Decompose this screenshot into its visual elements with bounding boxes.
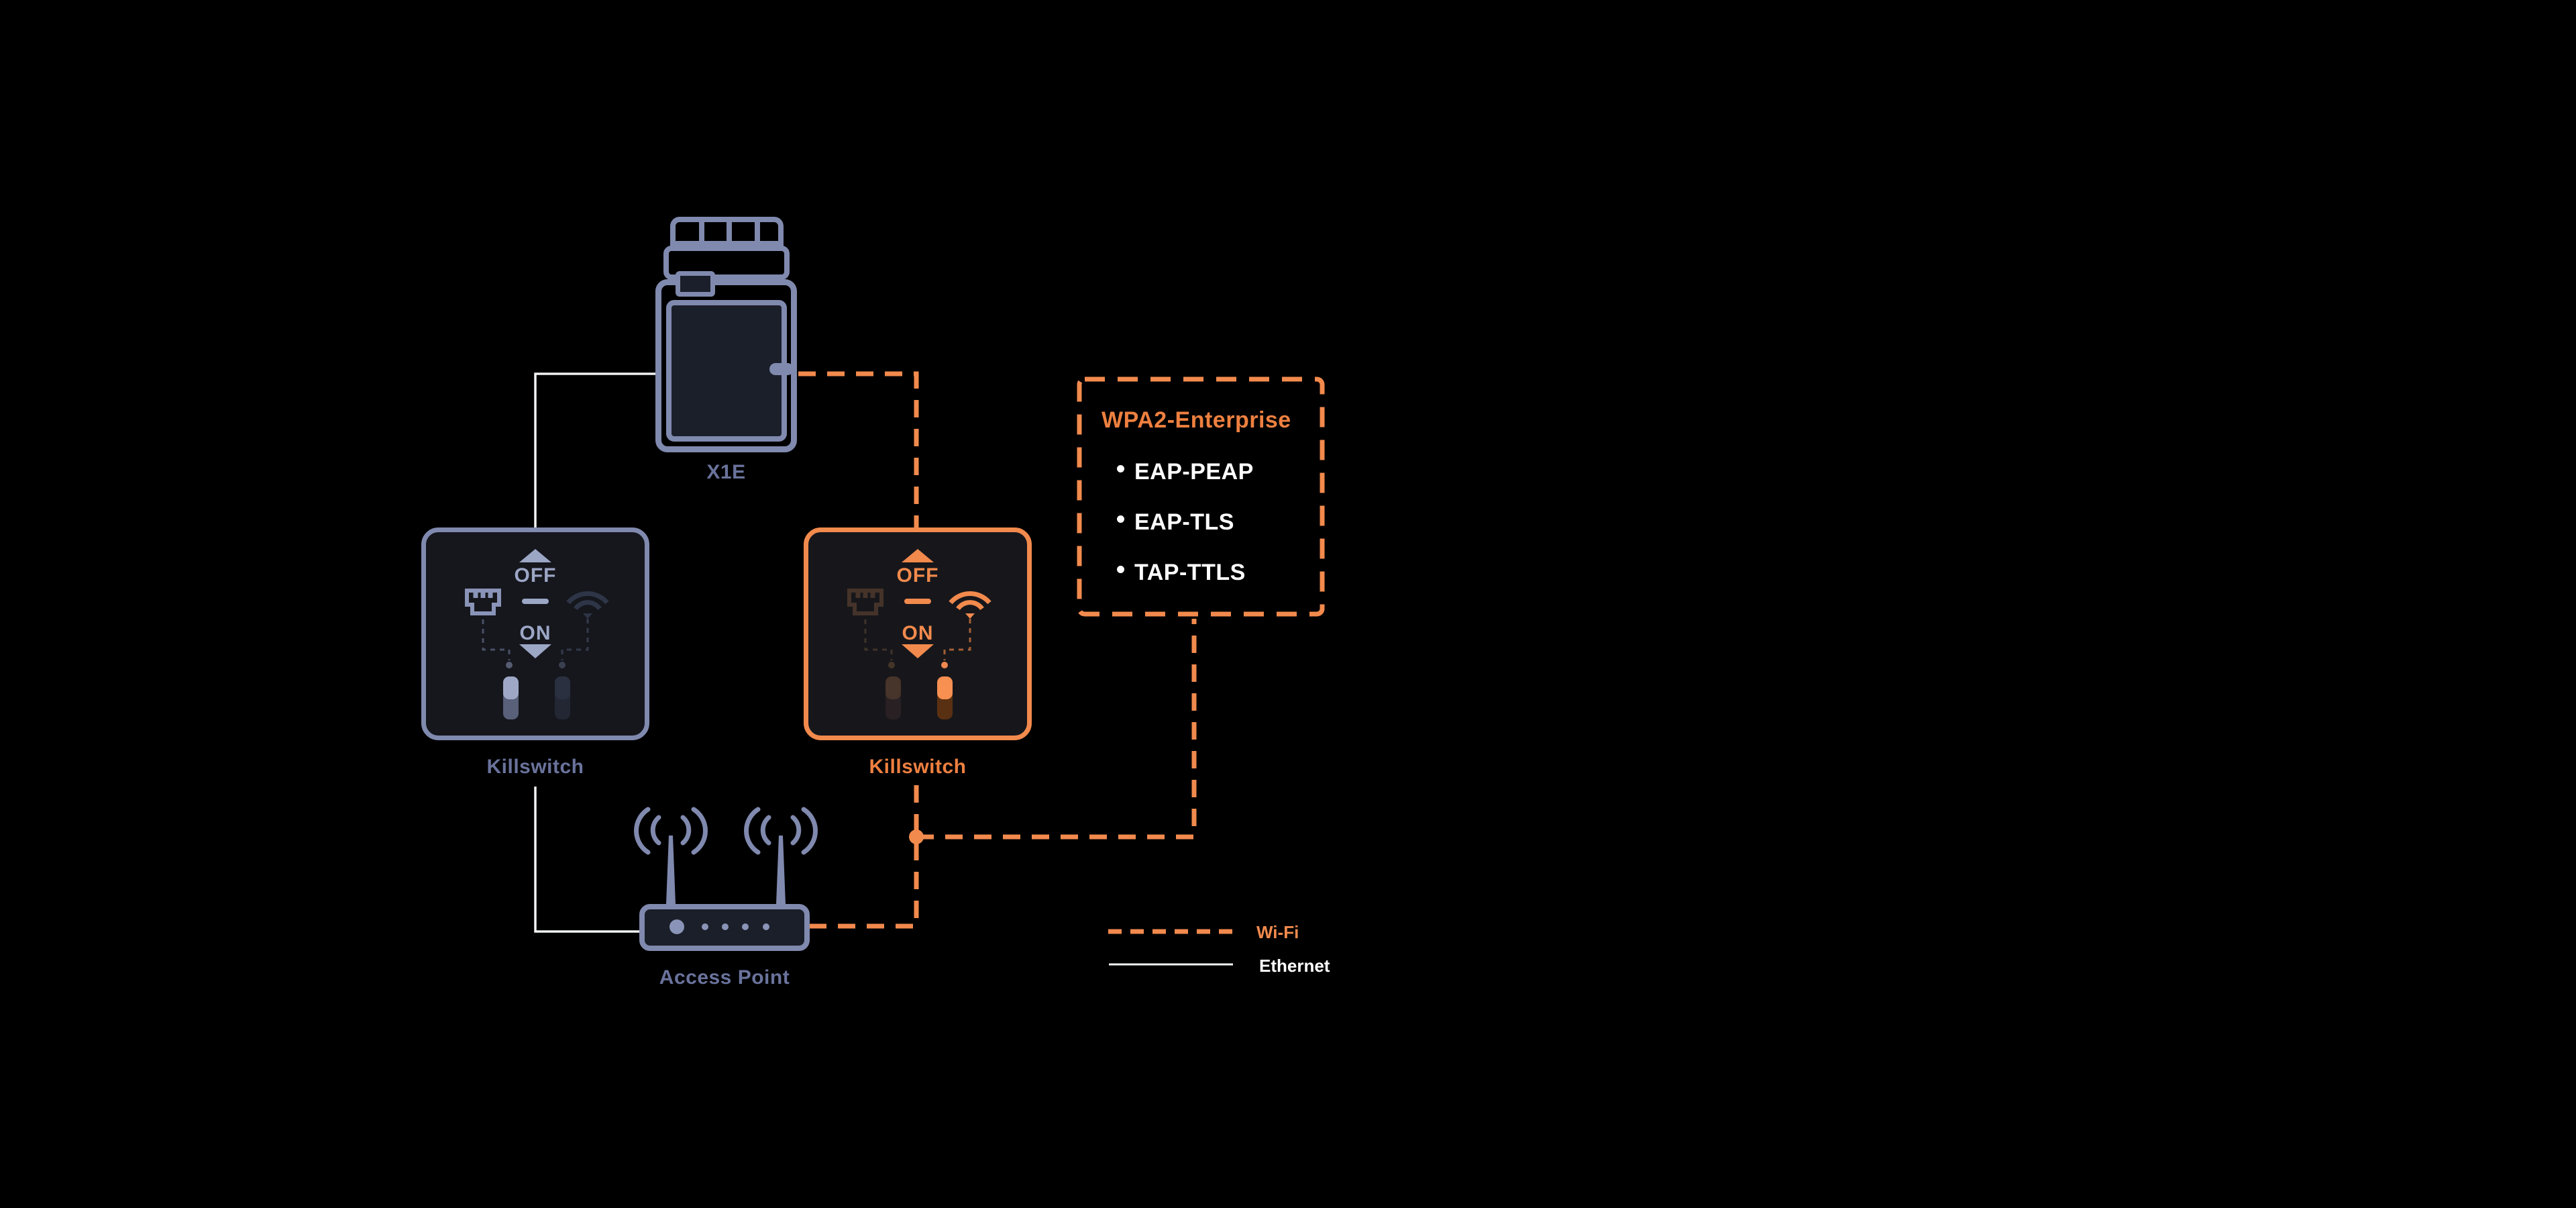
status-led bbox=[722, 923, 729, 930]
status-led bbox=[669, 919, 684, 934]
x1e-screen bbox=[666, 300, 787, 442]
ethernet-port-icon bbox=[465, 589, 501, 615]
antenna-icon bbox=[776, 836, 786, 904]
ethernet-toggle-icon bbox=[885, 676, 901, 719]
up-arrow-icon bbox=[519, 549, 551, 562]
status-led bbox=[742, 923, 749, 930]
killswitch-ethernet-graphic bbox=[421, 527, 649, 740]
ethernet-connector-dot bbox=[506, 662, 513, 668]
ethernet-line-x1e-to-killswitch bbox=[534, 372, 655, 527]
status-led bbox=[702, 923, 708, 930]
wifi-toggle-icon bbox=[555, 676, 570, 719]
x1e-connector-teeth-icon bbox=[670, 217, 784, 246]
bullet-icon bbox=[1117, 515, 1124, 523]
off-label: OFF bbox=[896, 564, 939, 587]
off-label: OFF bbox=[514, 564, 557, 587]
antenna-with-signal-arcs bbox=[634, 807, 818, 904]
wpa2-enterprise-box: WPA2-Enterprise EAP-PEAP EAP-TLS TAP-TTL… bbox=[1077, 376, 1325, 617]
up-arrow-icon bbox=[902, 549, 934, 562]
wifi-line-x1e-to-killswitch bbox=[798, 371, 919, 527]
ethernet-connector-dot bbox=[888, 662, 895, 668]
tap-ttls-label: TAP-TTLS bbox=[1134, 560, 1246, 585]
ethernet-toggle-icon bbox=[503, 676, 519, 719]
wifi-signal-arcs bbox=[634, 807, 708, 855]
switch-middle-dash bbox=[522, 599, 549, 604]
killswitch-wifi-graphic bbox=[804, 527, 1032, 740]
junction-dot bbox=[909, 829, 924, 844]
list-item: TAP-TTLS bbox=[1117, 560, 1246, 586]
access-point-body bbox=[639, 904, 810, 951]
eap-tls-label: EAP-TLS bbox=[1134, 509, 1234, 535]
legend-wifi-label: Wi-Fi bbox=[1256, 922, 1299, 942]
wifi-toggle-icon bbox=[937, 676, 953, 719]
wifi-icon bbox=[566, 591, 609, 619]
down-arrow-icon bbox=[519, 644, 551, 658]
x1e-connector-band bbox=[663, 246, 790, 280]
ethernet-port-icon bbox=[847, 589, 883, 615]
killswitch-wifi-label: Killswitch bbox=[869, 756, 967, 778]
switch-middle-dash bbox=[904, 599, 931, 604]
wpa2-dashed-border bbox=[1077, 376, 1325, 617]
wifi-icon bbox=[949, 591, 991, 619]
list-item: EAP-TLS bbox=[1117, 509, 1234, 536]
legend-ethernet-label: Ethernet bbox=[1259, 956, 1330, 976]
bullet-icon bbox=[1117, 566, 1124, 573]
eap-peap-label: EAP-PEAP bbox=[1134, 459, 1254, 485]
wifi-signal-arcs bbox=[744, 807, 818, 855]
killswitch-ethernet-label: Killswitch bbox=[486, 756, 584, 778]
wifi-line-killswitch-to-access-point bbox=[810, 785, 919, 929]
killswitch-wifi-box: OFF ON bbox=[804, 527, 1032, 740]
wifi-connector-dot bbox=[559, 662, 566, 668]
bullet-icon bbox=[1117, 465, 1124, 472]
killswitch-ethernet-box: OFF ON bbox=[421, 527, 649, 740]
x1e-side-button bbox=[769, 363, 794, 375]
x1e-label: X1E bbox=[706, 461, 746, 483]
antenna-icon bbox=[666, 836, 676, 904]
access-point-label: Access Point bbox=[659, 966, 790, 989]
x1e-notch bbox=[676, 271, 715, 297]
ethernet-line-killswitch-to-access-point bbox=[534, 787, 639, 933]
x1e-body bbox=[655, 279, 797, 452]
on-label: ON bbox=[519, 622, 551, 644]
wpa2-title: WPA2-Enterprise bbox=[1102, 407, 1291, 433]
down-arrow-icon bbox=[902, 644, 934, 658]
wifi-connector-dot bbox=[941, 662, 948, 668]
wifi-line-junction-to-wpa2 bbox=[916, 619, 1197, 840]
on-label: ON bbox=[902, 622, 934, 644]
status-led bbox=[763, 923, 769, 930]
list-item: EAP-PEAP bbox=[1117, 459, 1254, 485]
